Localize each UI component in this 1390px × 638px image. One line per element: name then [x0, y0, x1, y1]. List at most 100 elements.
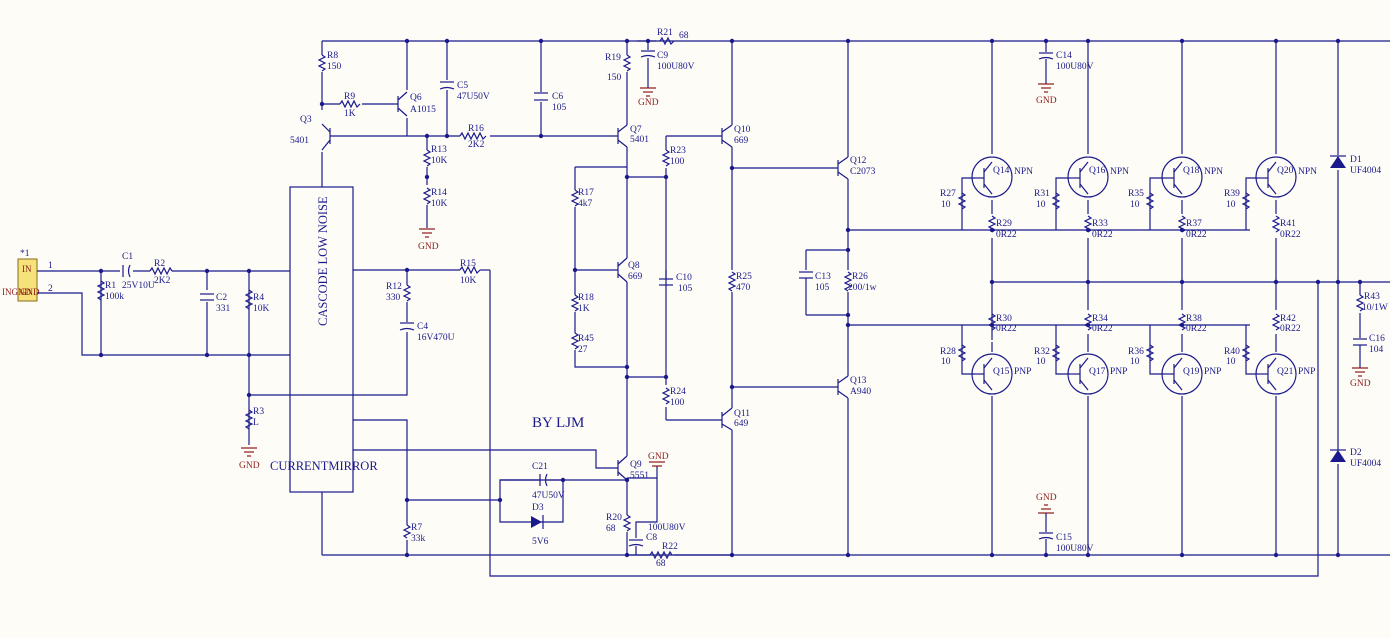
- resistor-r3[interactable]: R3 L: [244, 407, 264, 430]
- component-label: Q13: [850, 376, 867, 386]
- component-label: 331: [216, 304, 231, 314]
- transistor-q15[interactable]: Q15 PNP: [971, 353, 1031, 395]
- component-label: 200/1w: [848, 283, 877, 293]
- component-label: R38: [1186, 314, 1202, 324]
- component-label: 100k: [105, 292, 124, 302]
- cascode-block[interactable]: CASCODE LOW NOISE CURRENTMIRROR: [270, 186, 378, 493]
- component-label: Q15: [993, 367, 1010, 377]
- component-label: 330: [386, 293, 401, 303]
- component-label: R12: [386, 282, 402, 292]
- resistor-r2[interactable]: R2 2K2: [149, 259, 173, 286]
- component-label: PNP: [1014, 367, 1031, 377]
- component-label: GND: [638, 98, 659, 108]
- component-label: GND: [239, 461, 260, 471]
- component-label: Q14: [993, 166, 1010, 176]
- component-label: 105: [552, 103, 567, 113]
- input-connector[interactable]: IN GND INGND *1 1 2: [2, 249, 53, 302]
- vas-wiring: [663, 38, 1250, 558]
- component-label: Q19: [1183, 367, 1200, 377]
- component-label: 47U50V: [532, 491, 565, 501]
- transistor-q19[interactable]: Q19 PNP: [1161, 353, 1221, 395]
- resistor-r4[interactable]: R4 10K: [244, 289, 270, 314]
- capacitor-c1[interactable]: C1 25V10U: [122, 252, 155, 291]
- component-label: PNP: [1204, 367, 1221, 377]
- power-rails: [322, 40, 1390, 577]
- component-label: 5401: [290, 136, 309, 146]
- component-label: R8: [327, 51, 338, 61]
- component-label: 47U50V: [457, 92, 490, 102]
- capacitor-c2[interactable]: C2 331: [200, 293, 231, 314]
- component-label: 0R22: [1092, 324, 1113, 334]
- component-label: Q20: [1277, 166, 1294, 176]
- component-label: R14: [431, 188, 447, 198]
- component-label: 2K2: [468, 140, 485, 150]
- resistor-r1[interactable]: R1 100k: [96, 280, 124, 302]
